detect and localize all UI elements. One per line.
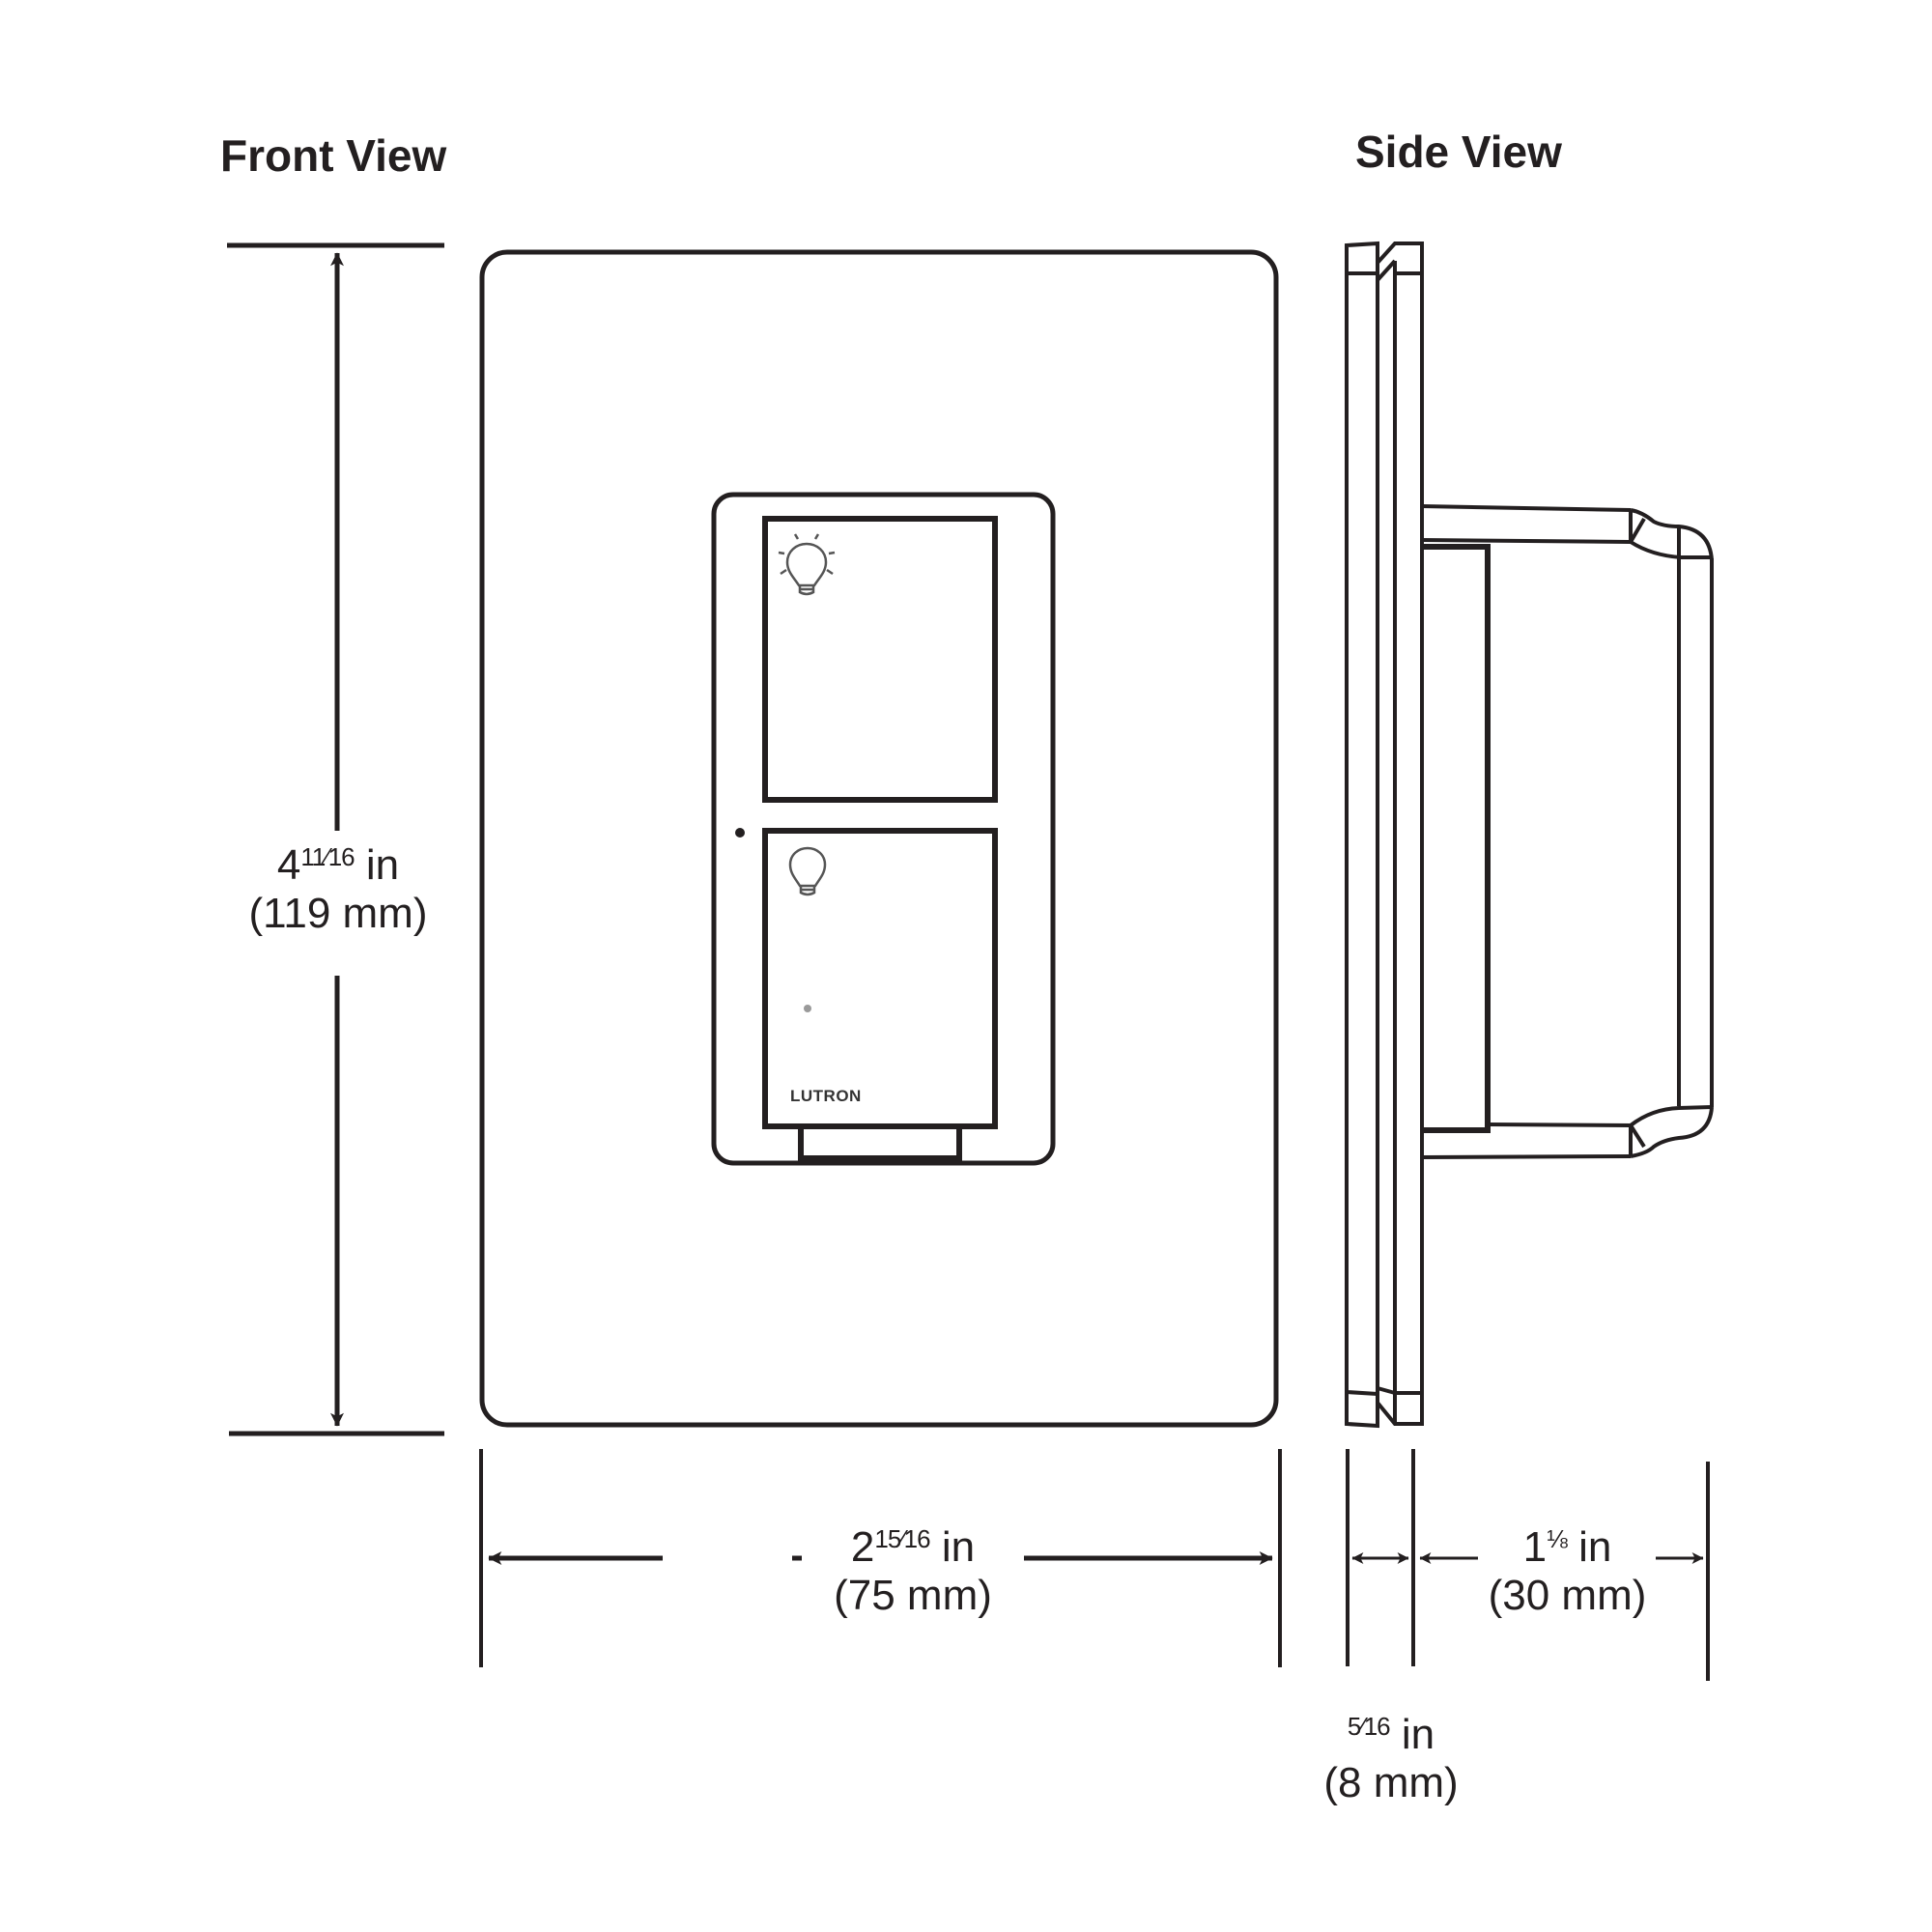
indicator-dot — [804, 1005, 811, 1012]
device-frame — [711, 492, 1056, 1166]
side-view-profile — [1345, 241, 1714, 1429]
bottom-tab — [798, 1126, 962, 1161]
upper-button — [762, 516, 998, 803]
height-unit: in — [365, 841, 400, 889]
plate-depth-unit: in — [1401, 1711, 1435, 1758]
height-dimension-label: 411⁄16 in (119 mm) — [232, 833, 444, 938]
width-metric: (75 mm) — [834, 1572, 992, 1619]
plate-depth-label: 5⁄16 in (8 mm) — [1304, 1702, 1478, 1807]
status-led-dot — [735, 828, 745, 838]
height-whole: 4 — [276, 841, 301, 889]
body-depth-whole: 1 — [1522, 1523, 1548, 1571]
lower-button — [762, 828, 998, 1129]
width-dimension-label: 215⁄16 in (75 mm) — [802, 1515, 1024, 1620]
brand-label: LUTRON — [790, 1087, 862, 1105]
plate-depth-fraction: 5⁄16 — [1347, 1712, 1391, 1741]
height-dimension — [227, 242, 444, 1436]
height-metric: (119 mm) — [248, 890, 428, 937]
width-unit: in — [941, 1523, 976, 1571]
lightbulb-on-icon — [778, 533, 836, 596]
lightbulb-off-icon — [788, 846, 827, 896]
front-view-title: Front View — [220, 130, 447, 181]
body-depth-label: 1⅛ in (30 mm) — [1483, 1515, 1652, 1620]
body-depth-fraction: ⅛ — [1547, 1524, 1568, 1553]
width-fraction: 15⁄16 — [874, 1524, 930, 1553]
plate-depth-metric: (8 mm) — [1323, 1759, 1459, 1806]
width-whole: 2 — [850, 1523, 875, 1571]
body-depth-metric: (30 mm) — [1488, 1572, 1647, 1619]
side-view-title: Side View — [1355, 127, 1562, 177]
height-fraction: 11⁄16 — [300, 842, 355, 871]
wallplate-front — [479, 249, 1279, 1428]
body-depth-unit: in — [1578, 1523, 1612, 1571]
side-dimensions — [1346, 1449, 1710, 1681]
